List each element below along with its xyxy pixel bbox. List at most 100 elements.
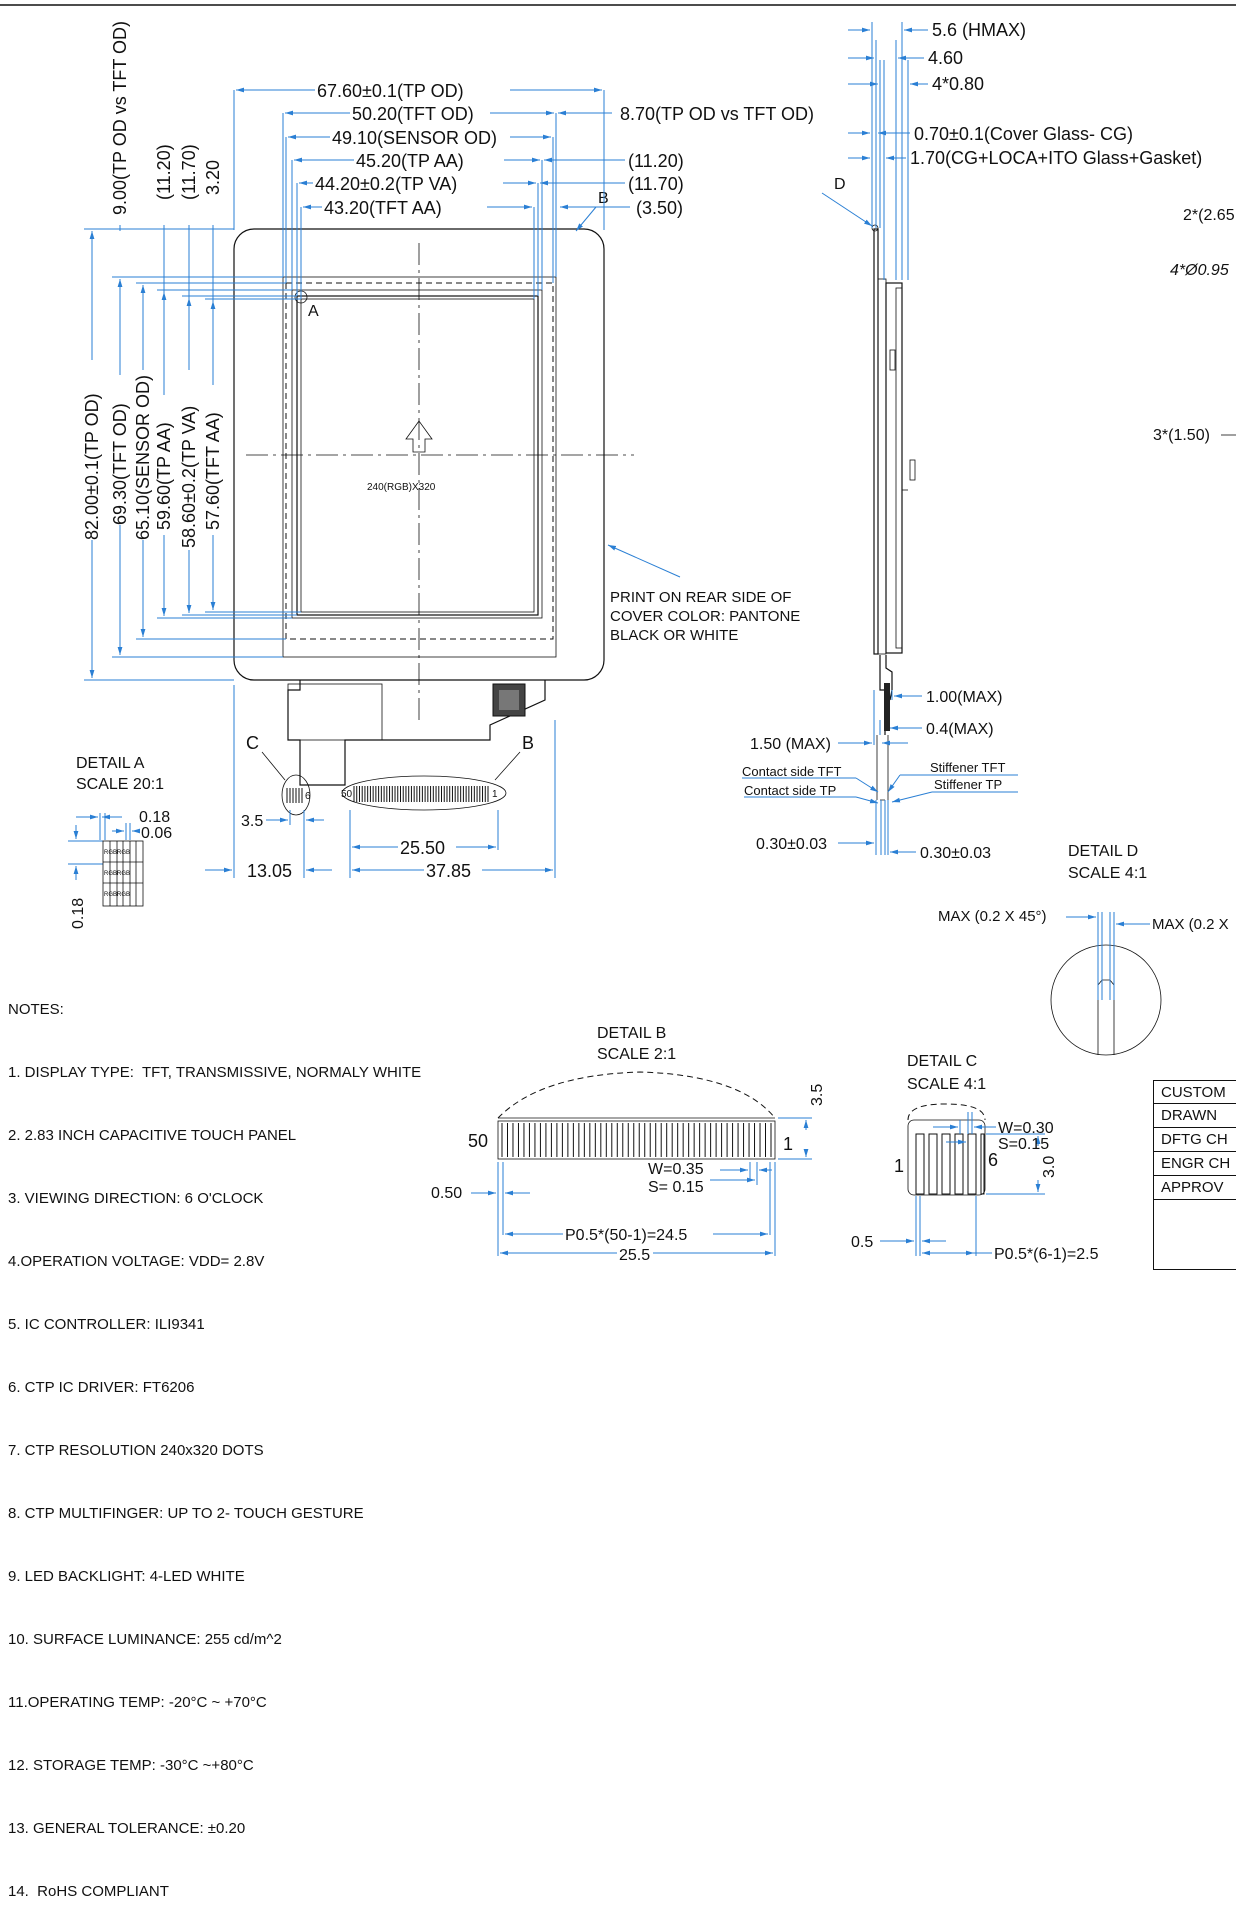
svg-text:25.50: 25.50 (400, 838, 445, 858)
svg-text:45.20(TP AA): 45.20(TP AA) (356, 151, 464, 171)
svg-text:0.4(MAX): 0.4(MAX) (926, 721, 994, 738)
svg-text:37.85: 37.85 (426, 861, 471, 881)
svg-text:57.60(TFT AA): 57.60(TFT AA) (203, 412, 223, 530)
svg-text:4*Ø0.95: 4*Ø0.95 (1170, 262, 1229, 279)
note-item: 13. GENERAL TOLERANCE: ±0.20 (8, 1820, 246, 1837)
svg-text:DETAIL B: DETAIL B (597, 1025, 666, 1042)
note-item: 8. CTP MULTIFINGER: UP TO 2- TOUCH GESTU… (8, 1505, 364, 1522)
svg-text:DETAIL D: DETAIL D (1068, 843, 1138, 860)
svg-text:MAX (0.2 X 45°): MAX (0.2 X 45°) (938, 908, 1047, 925)
svg-text:69.30(TFT OD): 69.30(TFT OD) (110, 403, 130, 525)
svg-text:4*0.80: 4*0.80 (932, 74, 984, 94)
svg-text:50: 50 (468, 1131, 488, 1151)
svg-text:3.5: 3.5 (241, 813, 263, 830)
title-block-drawn: DRAWN (1153, 1104, 1236, 1128)
side-view: D 5.6 (HMAX) 4.60 4*0.80 0.70±0.1(Co (742, 20, 1202, 862)
svg-text:4.60: 4.60 (928, 48, 963, 68)
svg-text:50.20(TFT OD): 50.20(TFT OD) (352, 104, 474, 124)
svg-text:S= 0.15: S= 0.15 (648, 1179, 704, 1196)
note-item: 14. RoHS COMPLIANT (8, 1883, 169, 1900)
svg-text:DETAIL A: DETAIL A (76, 755, 145, 772)
svg-text:43.20(TFT AA): 43.20(TFT AA) (324, 198, 442, 218)
notes-heading: NOTES: (8, 1001, 64, 1018)
svg-text:0.70±0.1(Cover Glass- CG): 0.70±0.1(Cover Glass- CG) (914, 124, 1133, 144)
dim-tp-od: 67.60±0.1(TP OD) (317, 81, 464, 101)
svg-text:3.0: 3.0 (1041, 1156, 1058, 1178)
detail-c: DETAIL C SCALE 4:1 1 6 (851, 1053, 1099, 1263)
svg-text:3.20: 3.20 (203, 160, 223, 195)
note-item: 10. SURFACE LUMINANCE: 255 cd/m^2 (8, 1631, 282, 1648)
svg-text:0.5: 0.5 (851, 1234, 873, 1251)
svg-text:1.00(MAX): 1.00(MAX) (926, 689, 1002, 706)
svg-text:BLACK OR WHITE: BLACK OR WHITE (610, 627, 738, 644)
note-item: 11.OPERATING TEMP: -20°C ~ +70°C (8, 1694, 267, 1711)
title-block-approved: APPROV (1153, 1176, 1236, 1200)
svg-text:(11.70): (11.70) (628, 174, 684, 194)
svg-text:1: 1 (783, 1134, 793, 1154)
svg-text:44.20±0.2(TP VA): 44.20±0.2(TP VA) (315, 174, 457, 194)
svg-text:5.6 (HMAX): 5.6 (HMAX) (932, 20, 1026, 40)
title-block-dftg-check: DFTG CH (1153, 1128, 1236, 1152)
technical-drawing: 240(RGB)X320 A 6 50 1 C B B (0, 4, 1236, 1264)
svg-text:Contact side TFT: Contact side TFT (742, 764, 842, 779)
svg-text:(3.50): (3.50) (636, 198, 683, 218)
svg-text:0.30±0.03: 0.30±0.03 (756, 836, 827, 853)
svg-text:8.70(TP OD vs TFT OD): 8.70(TP OD vs TFT OD) (620, 104, 814, 124)
note-item: 6. CTP IC DRIVER: FT6206 (8, 1379, 195, 1396)
svg-text:1: 1 (894, 1156, 904, 1176)
svg-text:A: A (308, 303, 319, 320)
detail-b: DETAIL B SCALE 2:1 50 1 3.5 0.5 (431, 1025, 826, 1264)
svg-text:C: C (246, 733, 259, 753)
svg-text:SCALE 20:1: SCALE 20:1 (76, 776, 164, 793)
dim-tp-od-vertical: 82.00±0.1(TP OD) (82, 393, 102, 540)
svg-text:3.5: 3.5 (809, 1084, 826, 1106)
svg-text:59.60(TP AA): 59.60(TP AA) (154, 422, 174, 530)
svg-text:Contact side TP: Contact side TP (744, 783, 836, 798)
svg-text:D: D (834, 176, 846, 193)
svg-text:RGBRGB: RGBRGB (104, 871, 130, 877)
svg-text:RGBRGB: RGBRGB (104, 850, 130, 856)
svg-text:9.00(TP OD vs TFT OD): 9.00(TP OD vs TFT OD) (110, 21, 130, 215)
note-item: 1. DISPLAY TYPE: TFT, TRANSMISSIVE, NORM… (8, 1064, 422, 1081)
svg-text:0.18: 0.18 (139, 809, 170, 826)
svg-text:MAX (0.2 X: MAX (0.2 X (1152, 916, 1229, 933)
note-item: 3. VIEWING DIRECTION: 6 O'CLOCK (8, 1190, 264, 1207)
svg-text:P0.5*(50-1)=24.5: P0.5*(50-1)=24.5 (565, 1227, 687, 1244)
svg-text:58.60±0.2(TP VA): 58.60±0.2(TP VA) (179, 406, 199, 548)
svg-text:0.50: 0.50 (431, 1185, 462, 1202)
resolution-label: 240(RGB)X320 (367, 482, 436, 493)
svg-text:P0.5*(6-1)=2.5: P0.5*(6-1)=2.5 (994, 1246, 1099, 1263)
detail-a: DETAIL A SCALE 20:1 0.18 0.06 0.18 R (68, 755, 172, 929)
svg-text:1.50 (MAX): 1.50 (MAX) (750, 736, 831, 753)
svg-text:(11.70): (11.70) (179, 144, 199, 200)
svg-text:W=0.35: W=0.35 (648, 1161, 704, 1178)
svg-text:B: B (522, 733, 534, 753)
note-item: 5. IC CONTROLLER: ILI9341 (8, 1316, 205, 1333)
title-block-empty (1153, 1200, 1236, 1270)
title-block-customer: CUSTOM (1153, 1080, 1236, 1104)
note-item: 12. STORAGE TEMP: -30°C ~+80°C (8, 1757, 254, 1774)
svg-text:RGBRGB: RGBRGB (104, 892, 130, 898)
svg-text:SCALE 2:1: SCALE 2:1 (597, 1046, 676, 1063)
svg-text:0.06: 0.06 (141, 825, 172, 842)
svg-text:B: B (598, 190, 609, 207)
svg-text:COVER COLOR: PANTONE: COVER COLOR: PANTONE (610, 608, 800, 625)
svg-text:SCALE 4:1: SCALE 4:1 (907, 1076, 986, 1093)
note-item: 9. LED BACKLIGHT: 4-LED WHITE (8, 1568, 245, 1585)
svg-text:Stiffener TP: Stiffener TP (934, 777, 1002, 792)
sensor-outline (285, 282, 554, 640)
svg-text:6: 6 (305, 791, 311, 802)
svg-text:3*(1.50): 3*(1.50) (1153, 427, 1210, 444)
svg-text:65.10(SENSOR OD): 65.10(SENSOR OD) (133, 375, 153, 540)
detail-d: DETAIL D SCALE 4:1 MAX (0.2 X 45°) MAX (… (938, 843, 1229, 1056)
svg-text:0.18: 0.18 (70, 898, 87, 929)
active-area (300, 298, 535, 613)
svg-text:W=0.30: W=0.30 (998, 1120, 1054, 1137)
svg-text:25.5: 25.5 (619, 1247, 650, 1264)
svg-text:(11.20): (11.20) (628, 151, 684, 171)
note-item: 7. CTP RESOLUTION 240x320 DOTS (8, 1442, 264, 1459)
title-block: CUSTOM DRAWN DFTG CH ENGR CH APPROV (1153, 1080, 1236, 1270)
svg-text:1: 1 (492, 789, 498, 800)
svg-text:(11.20): (11.20) (154, 144, 174, 200)
svg-text:50: 50 (341, 789, 353, 800)
